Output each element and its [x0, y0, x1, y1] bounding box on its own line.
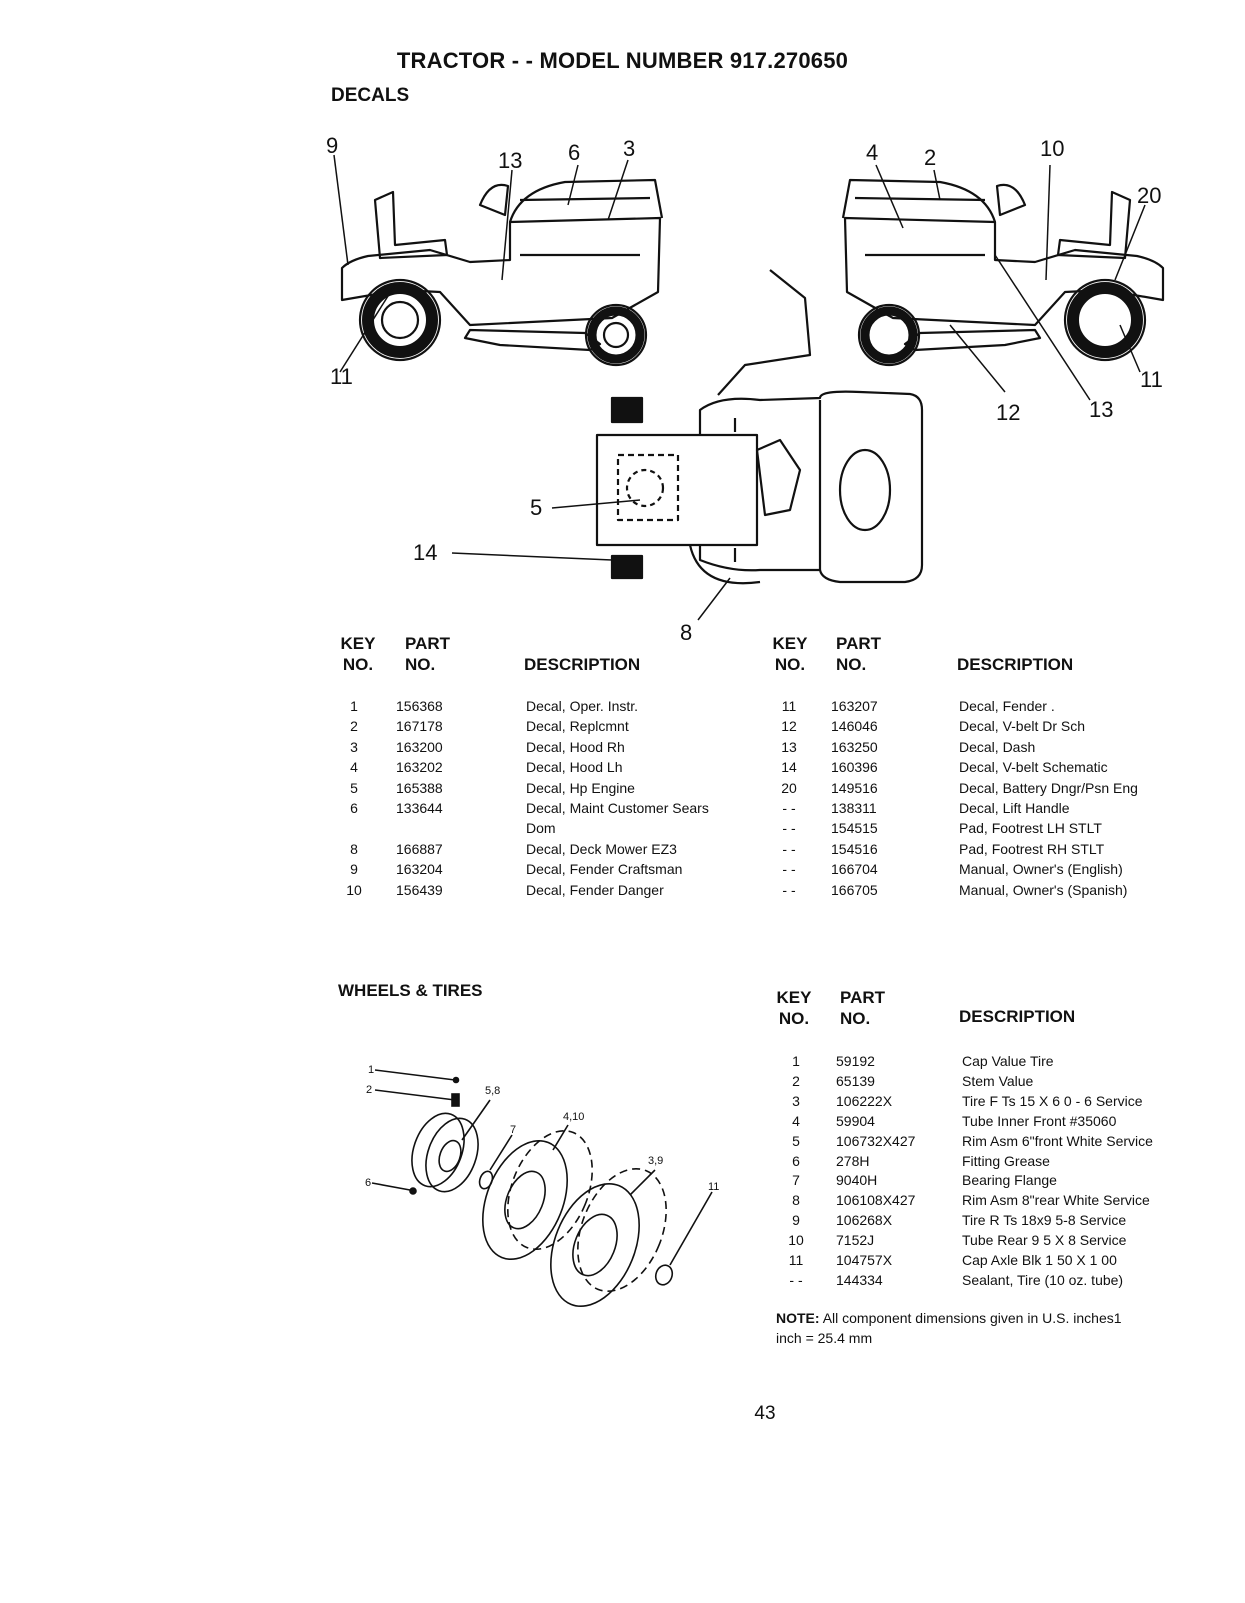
- front-tire: [482, 1129, 593, 1261]
- callout-10: 10: [1040, 136, 1064, 161]
- callout-5: 5: [530, 495, 542, 520]
- callout-2: 2: [924, 145, 936, 170]
- decals-illustration: 9 13 6 3 4 2 10 20 11 11 12 13 5 14 8: [326, 133, 1165, 645]
- wheels-callout-5-8: 5,8: [485, 1085, 500, 1097]
- callout-13-right: 13: [1089, 397, 1113, 422]
- callout-11-left: 11: [330, 364, 353, 389]
- callout-6: 6: [568, 140, 580, 165]
- wheels-illustration: 1 2 5,8 4,10 7 3,9 6 11: [365, 1064, 719, 1308]
- wheels-callout-3-9: 3,9: [648, 1155, 663, 1167]
- tractor-top-view: [595, 269, 924, 585]
- note-text: All component dimensions given in U.S. i…: [822, 1310, 1122, 1326]
- decals-section-title: DECALS: [331, 85, 410, 106]
- callout-14: 14: [413, 540, 437, 565]
- wheels-callout-2: 2: [366, 1084, 372, 1096]
- callout-9: 9: [326, 133, 338, 158]
- table-row: Dom: [526, 820, 556, 837]
- wheels-callout-4-10: 4,10: [563, 1111, 584, 1123]
- decals-right-description-header: DESCRIPTION: [957, 655, 1074, 674]
- callout-20: 20: [1137, 183, 1161, 208]
- tractor-right-side-view: [841, 178, 1165, 367]
- decals-left-description-header: DESCRIPTION: [524, 655, 641, 674]
- page-title: TRACTOR - - MODEL NUMBER 917.270650: [396, 48, 849, 73]
- callout-4: 4: [866, 140, 878, 165]
- wheels-description-header: DESCRIPTION: [959, 1007, 1076, 1026]
- wheels-callout-6: 6: [365, 1177, 371, 1189]
- callout-12: 12: [996, 400, 1020, 425]
- note-line2: inch = 25.4 mm: [776, 1330, 873, 1346]
- front-rim: [411, 1112, 479, 1193]
- callout-11-right: 11: [1140, 367, 1163, 392]
- callout-8: 8: [680, 620, 692, 645]
- callout-13: 13: [498, 148, 522, 173]
- page-number: 43: [754, 1403, 776, 1424]
- wheels-callout-1: 1: [368, 1064, 374, 1076]
- note-label: NOTE:: [776, 1310, 820, 1326]
- wheels-callout-7: 7: [510, 1124, 516, 1136]
- callout-leaders: [333, 154, 1146, 621]
- callout-3: 3: [623, 136, 635, 161]
- wheels-section-title: WHEELS & TIRES: [338, 981, 483, 1000]
- rear-tire: [550, 1167, 667, 1308]
- wheels-callout-11: 11: [708, 1181, 719, 1193]
- dimensions-note: NOTE: All component dimensions given in …: [776, 1308, 1196, 1348]
- tractor-left-side-view: [340, 178, 664, 367]
